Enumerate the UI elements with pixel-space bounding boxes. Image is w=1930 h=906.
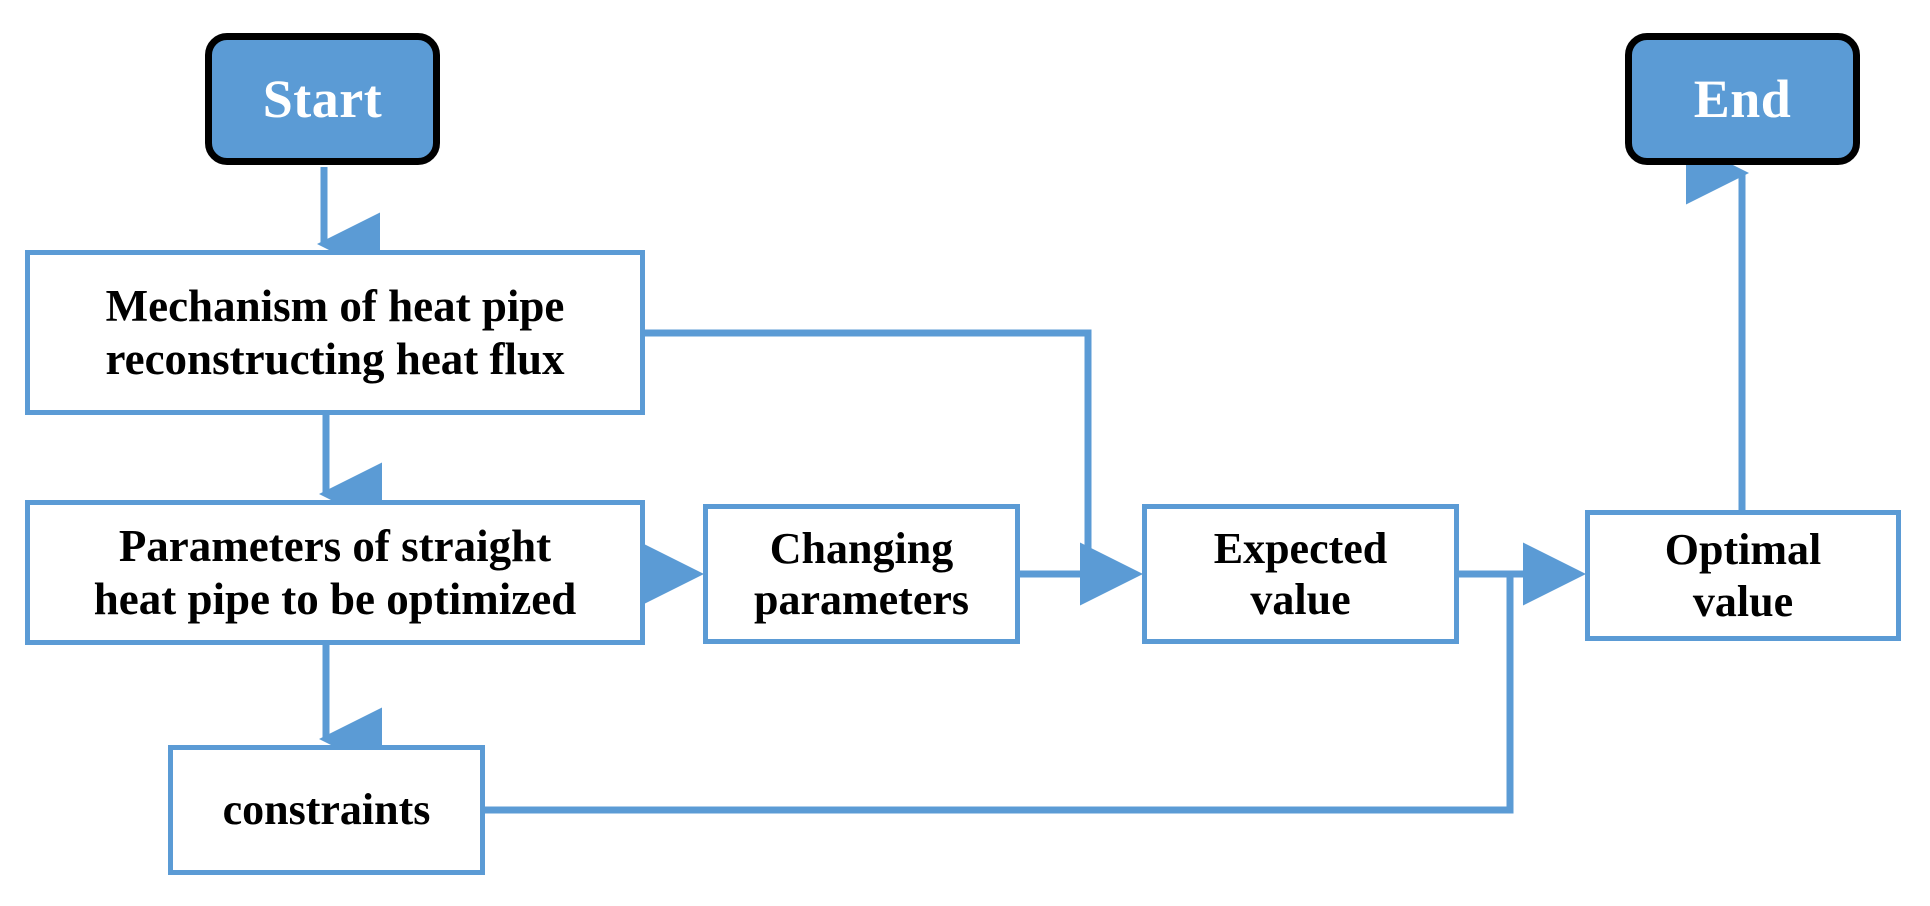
node-optimal-value-line1: Optimal (1664, 525, 1822, 575)
node-start[interactable]: Start (205, 33, 440, 165)
node-changing-parameters-line2: parameters (753, 575, 969, 624)
node-changing-parameters[interactable]: Changing parameters (703, 504, 1020, 644)
node-optimal-value[interactable]: Optimal value (1585, 510, 1901, 641)
node-end[interactable]: End (1625, 33, 1860, 165)
node-mechanism-text: Mechanism of heat pipe reconstructing he… (99, 280, 570, 384)
node-expected-value[interactable]: Expected value (1142, 504, 1459, 644)
node-end-label: End (1693, 68, 1792, 129)
connector-mechanism-to-expected (645, 329, 1092, 574)
node-mechanism-line1: Mechanism of heat pipe (105, 281, 565, 332)
connector-constraints-to-optimal (485, 574, 1514, 814)
node-expected-value-text: Expected value (1208, 523, 1394, 625)
node-parameters-line2: heat pipe to be optimized (93, 573, 577, 624)
node-mechanism[interactable]: Mechanism of heat pipe reconstructing he… (25, 250, 645, 415)
node-constraints-label: constraints (222, 785, 431, 835)
node-expected-value-line2: value (1250, 575, 1351, 624)
node-parameters-text: Parameters of straight heat pipe to be o… (88, 520, 582, 624)
node-expected-value-line1: Expected (1213, 523, 1388, 573)
node-start-label: Start (262, 68, 383, 129)
node-parameters-line1: Parameters of straight (118, 521, 552, 572)
node-changing-parameters-text: Changing parameters (748, 523, 975, 625)
node-mechanism-line2: reconstructing heat flux (105, 333, 565, 384)
node-constraints[interactable]: constraints (168, 745, 485, 875)
node-optimal-value-text: Optimal value (1659, 524, 1827, 626)
node-parameters[interactable]: Parameters of straight heat pipe to be o… (25, 500, 645, 645)
node-changing-parameters-line1: Changing (769, 523, 954, 573)
node-optimal-value-line2: value (1692, 576, 1794, 626)
